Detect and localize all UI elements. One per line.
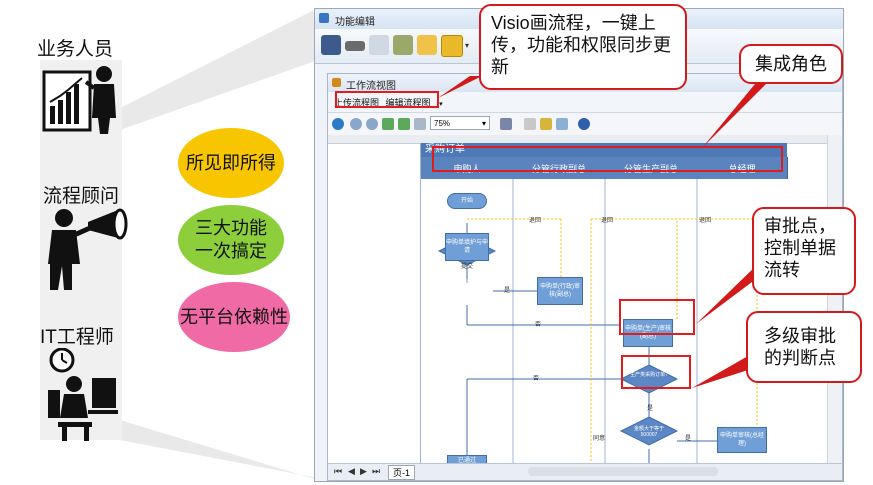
- business-person-presenting-chart-icon: [42, 66, 116, 134]
- settings-icon[interactable]: [500, 118, 512, 130]
- label-no-1: 否: [535, 322, 542, 328]
- zoom-out-icon[interactable]: [366, 118, 378, 130]
- feature-wysiwyg-text: 所见即所得: [186, 152, 276, 173]
- workflow-view-title: 工作流视图: [346, 81, 396, 92]
- label-yes-1: 是: [504, 288, 511, 294]
- highlight-decision-node: [621, 355, 691, 389]
- zoom-select[interactable]: 75% ▾: [430, 116, 490, 130]
- label-no-2: 否: [533, 376, 540, 382]
- role-label-consultant: 流程顾问: [43, 186, 120, 207]
- workflow-menu: 上传流程图 编辑流程图 ▾: [334, 96, 443, 110]
- label-submit: 提交: [461, 264, 474, 270]
- page-nav-next-icon[interactable]: ▶: [360, 466, 367, 476]
- consultant-with-megaphone-icon: [48, 208, 128, 290]
- panel-icon[interactable]: [556, 118, 568, 130]
- node-admin-review: 申购单(行政)审核(副总): [537, 277, 583, 305]
- chevron-down-icon[interactable]: ▾: [465, 41, 470, 50]
- diagram-canvas[interactable]: 采购订单 申购人 分管行政副总 分管生产副总 总经理: [328, 135, 828, 467]
- page-tab[interactable]: 页-1: [388, 465, 416, 480]
- feature-three-functions: 三大功能 一次搞定: [178, 205, 284, 275]
- fit-page-icon[interactable]: [382, 118, 394, 130]
- zoom-in-icon[interactable]: [350, 118, 362, 130]
- label-agree: 同意: [593, 436, 606, 442]
- node-production-check: 生产类采购订单?: [630, 372, 668, 378]
- role-label-engineer: IT工程师: [40, 327, 114, 348]
- flowchart: 采购订单 申购人 分管行政副总 分管生产副总 总经理: [420, 143, 788, 467]
- label-return-1: 退回: [529, 218, 542, 224]
- print-icon[interactable]: [345, 41, 365, 51]
- layers-icon[interactable]: [540, 118, 552, 130]
- role-label-business: 业务人员: [37, 39, 114, 60]
- engineer-at-computer-icon: [48, 348, 118, 441]
- highlight-role-lanes: [432, 146, 783, 172]
- callout-visio: Visio画流程，一键上传，功能和权限同步更新: [479, 4, 687, 90]
- feature-no-platform-text: 无平台依赖性: [180, 306, 288, 327]
- feature-wysiwyg: 所见即所得: [178, 128, 284, 198]
- zoom-dropdown-icon[interactable]: ▾: [481, 119, 486, 128]
- node-apply: 申购单填护与申请: [445, 233, 489, 261]
- label-yes-3: 是: [685, 436, 692, 442]
- zoom-value: 75%: [434, 119, 451, 128]
- highlight-approval-node: [619, 299, 695, 335]
- feature-three-functions-text: 三大功能 一次搞定: [195, 218, 267, 261]
- database-icon[interactable]: [393, 35, 413, 55]
- callout-approval-text: 审批点，控制单据流转: [764, 216, 836, 280]
- lane-header-general-manager: 总经理: [697, 157, 788, 179]
- menu-dropdown-icon[interactable]: ▾: [439, 101, 443, 108]
- page-nav-prev-icon[interactable]: ◀: [348, 466, 355, 476]
- refresh-icon[interactable]: [332, 118, 344, 130]
- page-nav-first-icon[interactable]: ⏮: [334, 466, 343, 476]
- highlight-upload-menu: [335, 91, 439, 108]
- node-admin-check: 行政类采购订单?: [448, 280, 486, 286]
- callout-roles: 集成角色: [739, 44, 843, 84]
- horizontal-scrollbar[interactable]: [528, 467, 718, 476]
- label-return-3: 退回: [699, 218, 712, 224]
- callout-visio-text: Visio画流程，一键上传，功能和权限同步更新: [491, 13, 671, 77]
- help-icon[interactable]: [578, 118, 590, 130]
- feature-no-platform-dependency: 无平台依赖性: [178, 282, 290, 352]
- page-navigation-bar: ⏮ ◀ ▶ ⏭ 页-1: [328, 463, 842, 480]
- callout-judgement: 多级审批的判断点: [746, 311, 862, 383]
- menu-upload-diagram[interactable]: 上传流程图: [334, 98, 380, 108]
- label-yes-2: 是: [647, 406, 654, 412]
- document-icon[interactable]: [369, 35, 389, 55]
- node-start: 开始: [447, 193, 487, 209]
- callout-judgement-text: 多级审批的判断点: [764, 326, 836, 368]
- lane-header-row: 申购人 分管行政副总 分管生产副总 总经理: [421, 157, 788, 179]
- actual-size-icon[interactable]: [414, 118, 426, 130]
- label-return-2: 退回: [601, 218, 614, 224]
- window-title: 功能编辑: [335, 17, 375, 28]
- menu-edit-diagram[interactable]: 编辑流程图: [385, 98, 431, 108]
- callout-approval: 审批点，控制单据流转: [752, 207, 856, 295]
- folder-icon[interactable]: [417, 35, 437, 55]
- callout-roles-text: 集成角色: [755, 54, 827, 74]
- page-nav-last-icon[interactable]: ⏭: [372, 466, 381, 476]
- workflow-view-icon: [332, 78, 341, 87]
- node-amount-check: 金额大于等于 500007: [633, 426, 664, 438]
- save-icon[interactable]: [321, 35, 341, 55]
- workflow-icon[interactable]: [441, 35, 463, 57]
- node-gm-review: 申购单审核(总经理): [717, 427, 767, 453]
- export-icon[interactable]: [524, 118, 536, 130]
- app-icon: [319, 13, 329, 23]
- fit-width-icon[interactable]: [398, 118, 410, 130]
